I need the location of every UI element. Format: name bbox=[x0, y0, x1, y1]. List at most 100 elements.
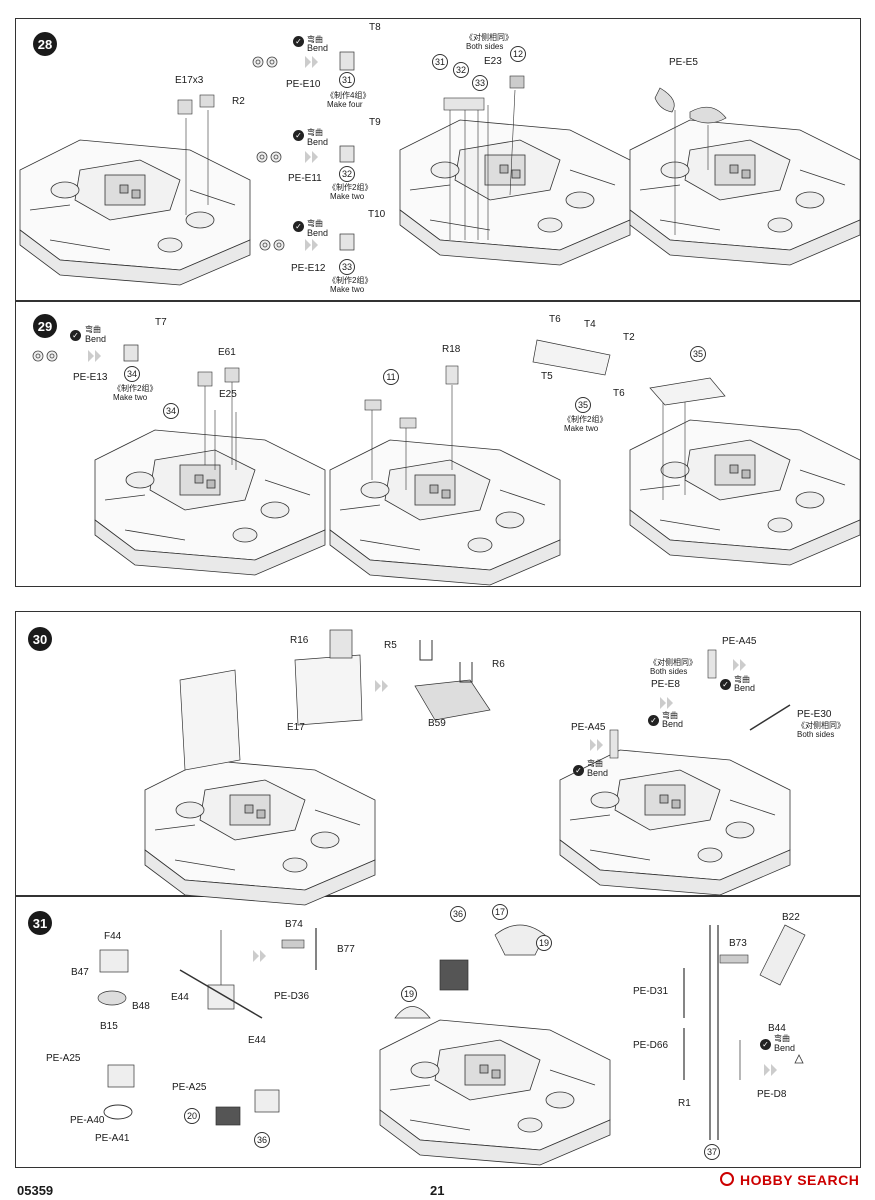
step-ref-35: 35 bbox=[575, 397, 591, 413]
note-make-two: Make two bbox=[113, 393, 148, 402]
note-make-two: Make two bbox=[330, 285, 365, 294]
part-label-b44: B44 bbox=[768, 1023, 786, 1034]
step-ref-32: 32 bbox=[339, 166, 355, 182]
part-label-pe-e30: PE-E30 bbox=[797, 709, 832, 720]
bend-label: Bend bbox=[587, 768, 609, 778]
part-label-pe-a45: PE-A45 bbox=[722, 636, 757, 647]
part-label-b77: B77 bbox=[337, 944, 355, 955]
step-30-panel: 30 bbox=[15, 611, 861, 896]
note-make-two: Make two bbox=[330, 192, 365, 201]
watermark-brand: HOBBY SEARCH bbox=[740, 1172, 860, 1188]
part-label-r6: R6 bbox=[492, 659, 505, 670]
step-ref-31: 31 bbox=[432, 54, 448, 70]
part-label-t7: T7 bbox=[155, 317, 167, 328]
part-label-f44: F44 bbox=[104, 931, 122, 942]
bend-label: Bend bbox=[774, 1043, 796, 1053]
step-28-panel: 28 bbox=[15, 18, 861, 301]
part-label-pe-e10: PE-E10 bbox=[286, 79, 321, 90]
note-make-two-cn: 《制作2组》 bbox=[328, 183, 373, 192]
note-both-sides: Both sides bbox=[466, 42, 504, 51]
part-label-pe-e11: PE-E11 bbox=[288, 173, 322, 184]
part-label-e61: E61 bbox=[218, 347, 236, 358]
part-label-b59: B59 bbox=[428, 718, 446, 729]
bend-label-cn: 弯曲 bbox=[662, 711, 678, 720]
part-label-pe-e13: PE-E13 bbox=[73, 372, 108, 383]
bend-label-cn: 弯曲 bbox=[307, 219, 323, 228]
part-label-pe-a40: PE-A40 bbox=[70, 1115, 105, 1126]
bend-label-cn: 弯曲 bbox=[734, 675, 750, 684]
part-label-r2: R2 bbox=[232, 96, 245, 107]
bend-check-icon: ✓ bbox=[293, 130, 304, 141]
step-31-panel: 31 bbox=[15, 896, 861, 1168]
bend-label: Bend bbox=[734, 683, 756, 693]
bend-check-icon: ✓ bbox=[760, 1039, 771, 1050]
part-label-pe-e5: PE-E5 bbox=[669, 57, 698, 68]
note-make-four: Make four bbox=[327, 100, 363, 109]
step-ref-17: 17 bbox=[492, 904, 508, 920]
step-number: 29 bbox=[33, 314, 57, 338]
step-number: 31 bbox=[28, 911, 52, 935]
bend-label: Bend bbox=[307, 43, 329, 53]
part-label-b22: B22 bbox=[782, 912, 800, 923]
part-label-pe-d31: PE-D31 bbox=[633, 986, 669, 997]
note-both-sides-cn: 《对侧相同》 bbox=[797, 721, 845, 730]
bend-label-cn: 弯曲 bbox=[587, 759, 603, 768]
part-label-r1: R1 bbox=[678, 1098, 691, 1109]
step-ref-32: 32 bbox=[453, 62, 469, 78]
part-label-r18: R18 bbox=[442, 344, 461, 355]
bend-check-icon: ✓ bbox=[573, 765, 584, 776]
note-both-sides: Both sides bbox=[650, 667, 688, 676]
part-label-e17: E17 bbox=[287, 722, 305, 733]
note-both-sides-cn: 《对侧相同》 bbox=[465, 33, 513, 42]
part-label-pe-a45: PE-A45 bbox=[571, 722, 606, 733]
bend-label-cn: 弯曲 bbox=[85, 325, 101, 334]
part-label-pe-a25: PE-A25 bbox=[46, 1053, 81, 1064]
step-ref-34: 34 bbox=[124, 366, 140, 382]
step-number: 30 bbox=[28, 627, 52, 651]
step-ref-36: 36 bbox=[254, 1132, 270, 1148]
bend-check-icon: ✓ bbox=[70, 330, 81, 341]
bend-label: Bend bbox=[307, 228, 329, 238]
part-label-pe-d66: PE-D66 bbox=[633, 1040, 669, 1051]
part-label-e44: E44 bbox=[248, 1035, 266, 1046]
part-label-b73: B73 bbox=[729, 938, 747, 949]
part-label-t5: T5 bbox=[541, 371, 553, 382]
step-number: 28 bbox=[33, 32, 57, 56]
part-label-pe-a25: PE-A25 bbox=[172, 1082, 207, 1093]
part-label-pe-e12: PE-E12 bbox=[291, 263, 326, 274]
bend-check-icon: ✓ bbox=[648, 715, 659, 726]
bend-label: Bend bbox=[307, 137, 329, 147]
part-label-b48: B48 bbox=[132, 1001, 150, 1012]
bend-label-cn: 弯曲 bbox=[307, 35, 323, 44]
brand-logo-icon bbox=[720, 1172, 734, 1186]
note-make-four-cn: 《制作4组》 bbox=[326, 91, 371, 100]
part-label-pe-a41: PE-A41 bbox=[95, 1133, 130, 1144]
bend-label: Bend bbox=[85, 334, 107, 344]
part-label-r5: R5 bbox=[384, 640, 397, 651]
part-label-r16: R16 bbox=[290, 635, 309, 646]
step-ref-35: 35 bbox=[690, 346, 706, 362]
step-ref-31: 31 bbox=[339, 72, 355, 88]
part-label-b74: B74 bbox=[285, 919, 303, 930]
step-ref-36: 36 bbox=[450, 906, 466, 922]
part-label-t6: T6 bbox=[613, 388, 625, 399]
bend-label: Bend bbox=[662, 719, 684, 729]
bend-check-icon: ✓ bbox=[720, 679, 731, 690]
note-make-two: Make two bbox=[564, 424, 599, 433]
step-ref-20: 20 bbox=[184, 1108, 200, 1124]
part-label-pe-d8: PE-D8 bbox=[757, 1089, 787, 1100]
bend-label-cn: 弯曲 bbox=[307, 128, 323, 137]
part-label-e44: E44 bbox=[171, 992, 189, 1003]
bend-label-cn: 弯曲 bbox=[774, 1034, 790, 1043]
part-label-pe-e8: PE-E8 bbox=[651, 679, 680, 690]
note-make-two-cn: 《制作2组》 bbox=[113, 384, 158, 393]
page-number: 21 bbox=[430, 1183, 445, 1198]
step-29-panel: 29 bbox=[15, 301, 861, 587]
bend-check-icon: ✓ bbox=[293, 221, 304, 232]
bend-check-icon: ✓ bbox=[293, 36, 304, 47]
part-label-t9: T9 bbox=[369, 117, 381, 128]
part-label-b15: B15 bbox=[100, 1021, 118, 1032]
part-label-e23: E23 bbox=[484, 56, 502, 67]
part-label-t6: T6 bbox=[549, 314, 561, 325]
